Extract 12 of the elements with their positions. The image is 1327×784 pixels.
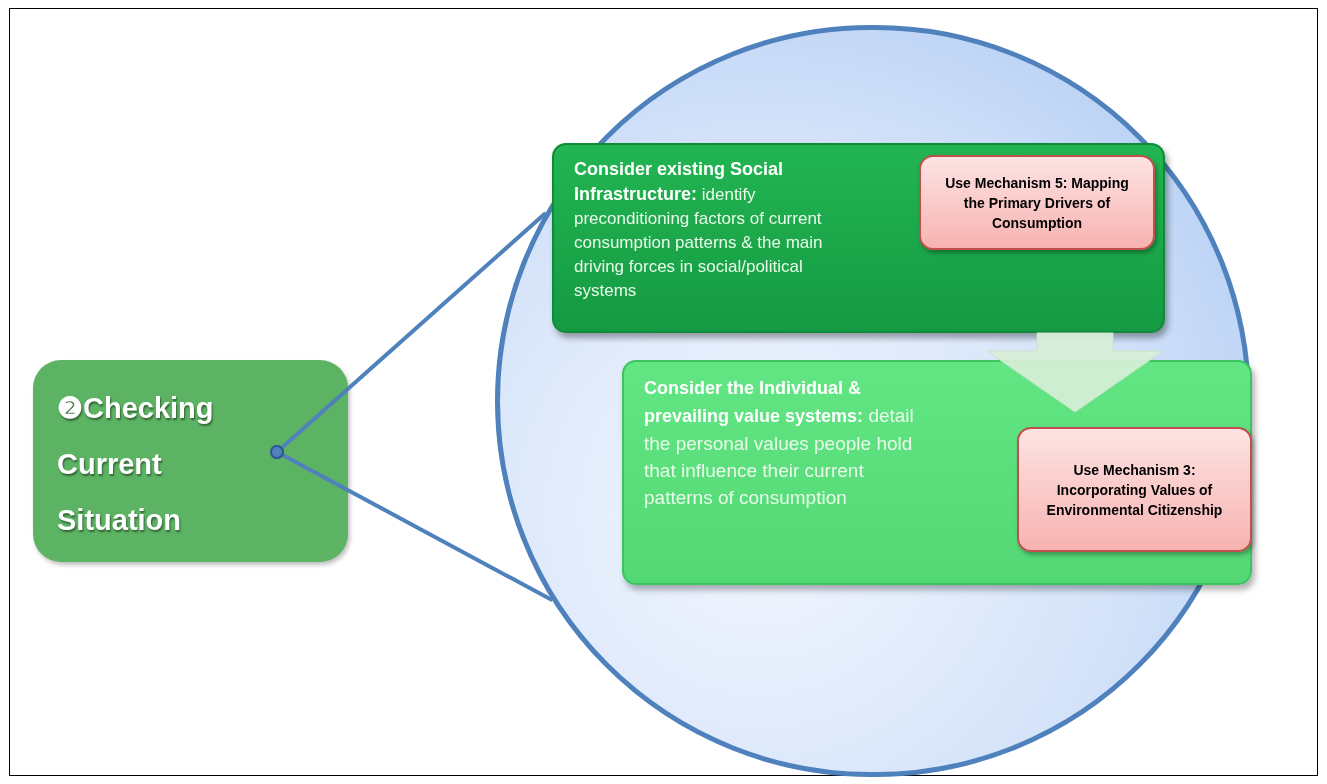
mechanism-text: Use Mechanism 5: Mapping the Primary Drivers of Consumption [945, 173, 1129, 233]
block-arrow [986, 332, 1164, 413]
stage-title: ❷Checking Current Situation [57, 391, 215, 538]
mechanism-box [1017, 427, 1252, 552]
stage-box [33, 360, 348, 562]
description-text: Consider existing Social Infrastructure: identify preconditioning factors of current consumption patterns & the main driving forces in social/political systems [574, 158, 824, 302]
description-text: Consider the Individual & prevailing value systems: detail the personal values people hold that influence their current patterns of consumption [644, 377, 915, 510]
process-box [622, 360, 1252, 585]
mechanism-text: Use Mechanism 3: Incorporating Values of Environmental Citizenship [1045, 460, 1224, 520]
connector-line [270, 211, 547, 459]
mechanism-box [919, 155, 1155, 250]
process-box [552, 143, 1165, 333]
